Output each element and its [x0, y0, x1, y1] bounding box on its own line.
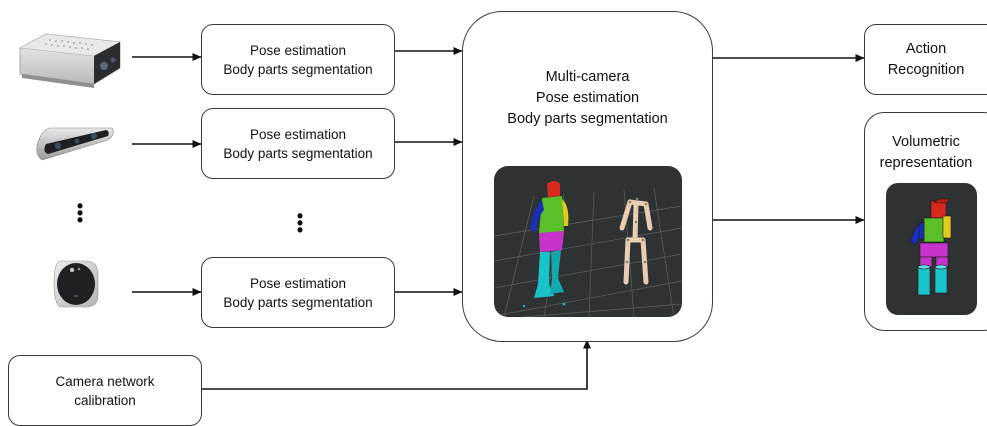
camera-calibration-box: Camera network calibration	[8, 355, 202, 426]
multi-camera-line3: Body parts segmentation	[507, 111, 668, 127]
pose-estimation-box-1: Pose estimation Body parts segmentation	[201, 24, 395, 95]
pose-estimation-box-2: Pose estimation Body parts segmentation	[201, 108, 395, 179]
volumetric-figure-image	[886, 183, 977, 315]
arrow-calibration-to-multicam	[201, 339, 591, 390]
action-line1: Action	[905, 40, 947, 57]
action-recognition-box: Action Recognition	[864, 24, 987, 95]
action-line2: Recognition	[887, 61, 965, 78]
calibration-line2: calibration	[74, 392, 136, 408]
pose-box-1-line2: Body parts segmentation	[223, 61, 373, 77]
pose-box-2-line1: Pose estimation	[249, 126, 347, 142]
pose-box-3-line1: Pose estimation	[249, 275, 347, 291]
pose-box-3-line2: Body parts segmentation	[223, 294, 373, 310]
ellipsis-pose-boxes: •••	[296, 206, 304, 240]
pose-box-2-line2: Body parts segmentation	[223, 145, 373, 161]
multi-camera-line2: Pose estimation	[535, 90, 640, 106]
volumetric-line2: representation	[879, 155, 973, 171]
pose-estimation-box-3: Pose estimation Body parts segmentation	[201, 257, 395, 328]
camera-2-icon	[36, 127, 114, 161]
calibration-line1: Camera network	[55, 373, 155, 389]
multi-camera-line1: Multi-camera	[545, 69, 630, 85]
segmentation-render-image	[494, 166, 682, 317]
pose-box-1-line1: Pose estimation	[249, 42, 347, 58]
ellipsis-cameras: •••	[76, 196, 84, 230]
svg-text:•••: •••	[74, 293, 79, 298]
camera-3-icon: •••	[53, 260, 99, 308]
volumetric-line1: Volumetric	[892, 134, 960, 150]
camera-1-icon	[19, 33, 121, 88]
